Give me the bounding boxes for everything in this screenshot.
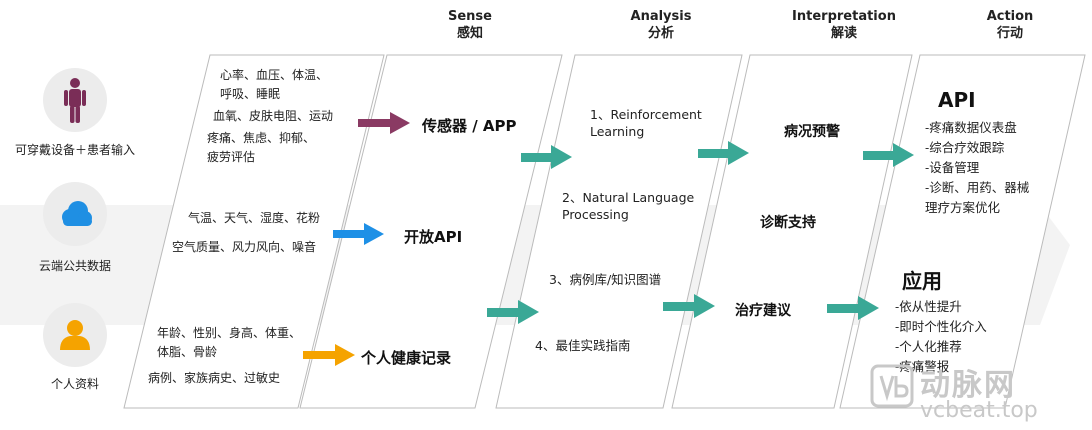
- input-line: 病例、家族病史、过敏史: [148, 371, 281, 385]
- interp-treatment: 治疗建议: [735, 303, 791, 319]
- input-line: 疲劳评估: [207, 150, 256, 164]
- action-api-item: 理疗方案优化: [925, 200, 1001, 215]
- source-circle-wearable: [43, 68, 107, 132]
- source-label-cloud: 云端公共数据: [38, 259, 111, 273]
- input-line: 气温、天气、湿度、花粉: [188, 211, 321, 225]
- panel-analysis: [495, 54, 743, 409]
- stage-header-sense: Sense 感知: [400, 8, 540, 42]
- input-line: 血氧、皮肤电阻、运动: [213, 109, 334, 123]
- panel-action: [839, 54, 1086, 409]
- source-label-wearable: 可穿戴设备＋患者输入: [14, 143, 135, 157]
- analysis-line: Learning: [590, 124, 645, 139]
- analysis-line: Processing: [562, 207, 629, 222]
- arrow-purple: [358, 112, 410, 134]
- action-app-list: -依从性提升 -即时个性化介入 -个人化推荐 -疼痛警报: [895, 297, 987, 377]
- arrow-teal-interp-action-top: [863, 143, 914, 167]
- panel-interpretation: [671, 54, 913, 409]
- stage-header-analysis: Analysis 分析: [591, 8, 731, 42]
- analysis-line: 3、病例库/知识图谱: [549, 272, 662, 287]
- arrow-teal-analysis-interp-top: [698, 141, 749, 165]
- stage-header-zh: 分析: [647, 26, 674, 41]
- analysis-item-rl: 1、Reinforcement Learning: [590, 106, 702, 140]
- watermark-site: vcbeat.top: [920, 398, 1038, 423]
- stage-header-interpretation: Interpretation 解读: [774, 8, 914, 42]
- channel-open-api: 开放API: [404, 228, 463, 246]
- interp-alert: 病况预警: [784, 124, 840, 140]
- action-app-item: -疼痛警报: [895, 359, 950, 374]
- action-app-item: -即时个性化介入: [895, 319, 987, 334]
- input-line: 体脂、骨龄: [157, 345, 218, 359]
- watermark-logo-text: 动脉网: [920, 368, 1016, 403]
- stage-header-en: Analysis: [630, 9, 692, 24]
- person-icon: [60, 320, 90, 350]
- input-line: 呼吸、睡眠: [220, 87, 281, 101]
- stage-header-en: Action: [986, 9, 1034, 24]
- action-api-item: -设备管理: [925, 160, 980, 175]
- arrow-orange: [303, 344, 355, 366]
- arrow-blue: [333, 223, 384, 245]
- source-label-personal: 个人资料: [50, 377, 99, 391]
- interp-diagnosis: 诊断支持: [760, 215, 816, 231]
- action-app-item: -依从性提升: [895, 299, 962, 314]
- analysis-item-nlp: 2、Natural Language Processing: [562, 189, 694, 223]
- action-api-item: -诊断、用药、器械: [925, 180, 1030, 195]
- analysis-line: 2、Natural Language: [562, 190, 695, 205]
- input-line: 疼痛、焦虑、抑郁、: [207, 131, 316, 145]
- input-line: 年龄、性别、身高、体重、: [157, 326, 302, 340]
- action-api-item: -疼痛数据仪表盘: [925, 120, 1017, 135]
- panel-inputs: [123, 54, 385, 409]
- arrow-teal-analysis-interp-bottom: [663, 294, 715, 318]
- channel-sensor-app: 传感器 / APP: [422, 117, 517, 135]
- human-body-icon: [64, 78, 86, 123]
- stage-header-en: Sense: [448, 9, 492, 24]
- action-api-list: -疼痛数据仪表盘 -综合疗效跟踪 -设备管理 -诊断、用药、器械 理疗方案优化: [925, 118, 1029, 218]
- stage-header-action: Action 行动: [940, 8, 1080, 42]
- input-line: 心率、血压、体温、: [220, 68, 329, 82]
- channel-health-record: 个人健康记录: [361, 349, 452, 367]
- input-line: 空气质量、风力风向、噪音: [172, 240, 317, 254]
- source-circle-personal: [43, 303, 107, 367]
- analysis-item-guideline: 4、最佳实践指南: [535, 337, 630, 354]
- watermark: 动脉网 vcbeat.top: [870, 362, 1090, 428]
- stage-header-zh: 行动: [996, 26, 1023, 41]
- arrow-teal-interp-action-bottom: [827, 296, 879, 320]
- stage-header-zh: 解读: [830, 26, 857, 41]
- stage-header-zh: 感知: [456, 26, 483, 41]
- action-api-item: -综合疗效跟踪: [925, 140, 1005, 155]
- watermark-logo-icon: [870, 364, 914, 408]
- analysis-line: 1、Reinforcement: [590, 107, 702, 122]
- arrow-teal-sense-analysis-top: [521, 145, 572, 169]
- arrow-teal-sense-analysis-bottom: [487, 300, 539, 324]
- cloud-icon: [62, 201, 92, 226]
- stage-header-en: Interpretation: [792, 9, 896, 24]
- source-circle-cloud: [43, 182, 107, 246]
- analysis-line: 4、最佳实践指南: [535, 338, 631, 353]
- action-api-title: API: [938, 88, 976, 112]
- analysis-item-kg: 3、病例库/知识图谱: [549, 271, 661, 288]
- action-app-item: -个人化推荐: [895, 339, 962, 354]
- panel-sense: [299, 54, 563, 409]
- action-app-title: 应用: [902, 269, 942, 293]
